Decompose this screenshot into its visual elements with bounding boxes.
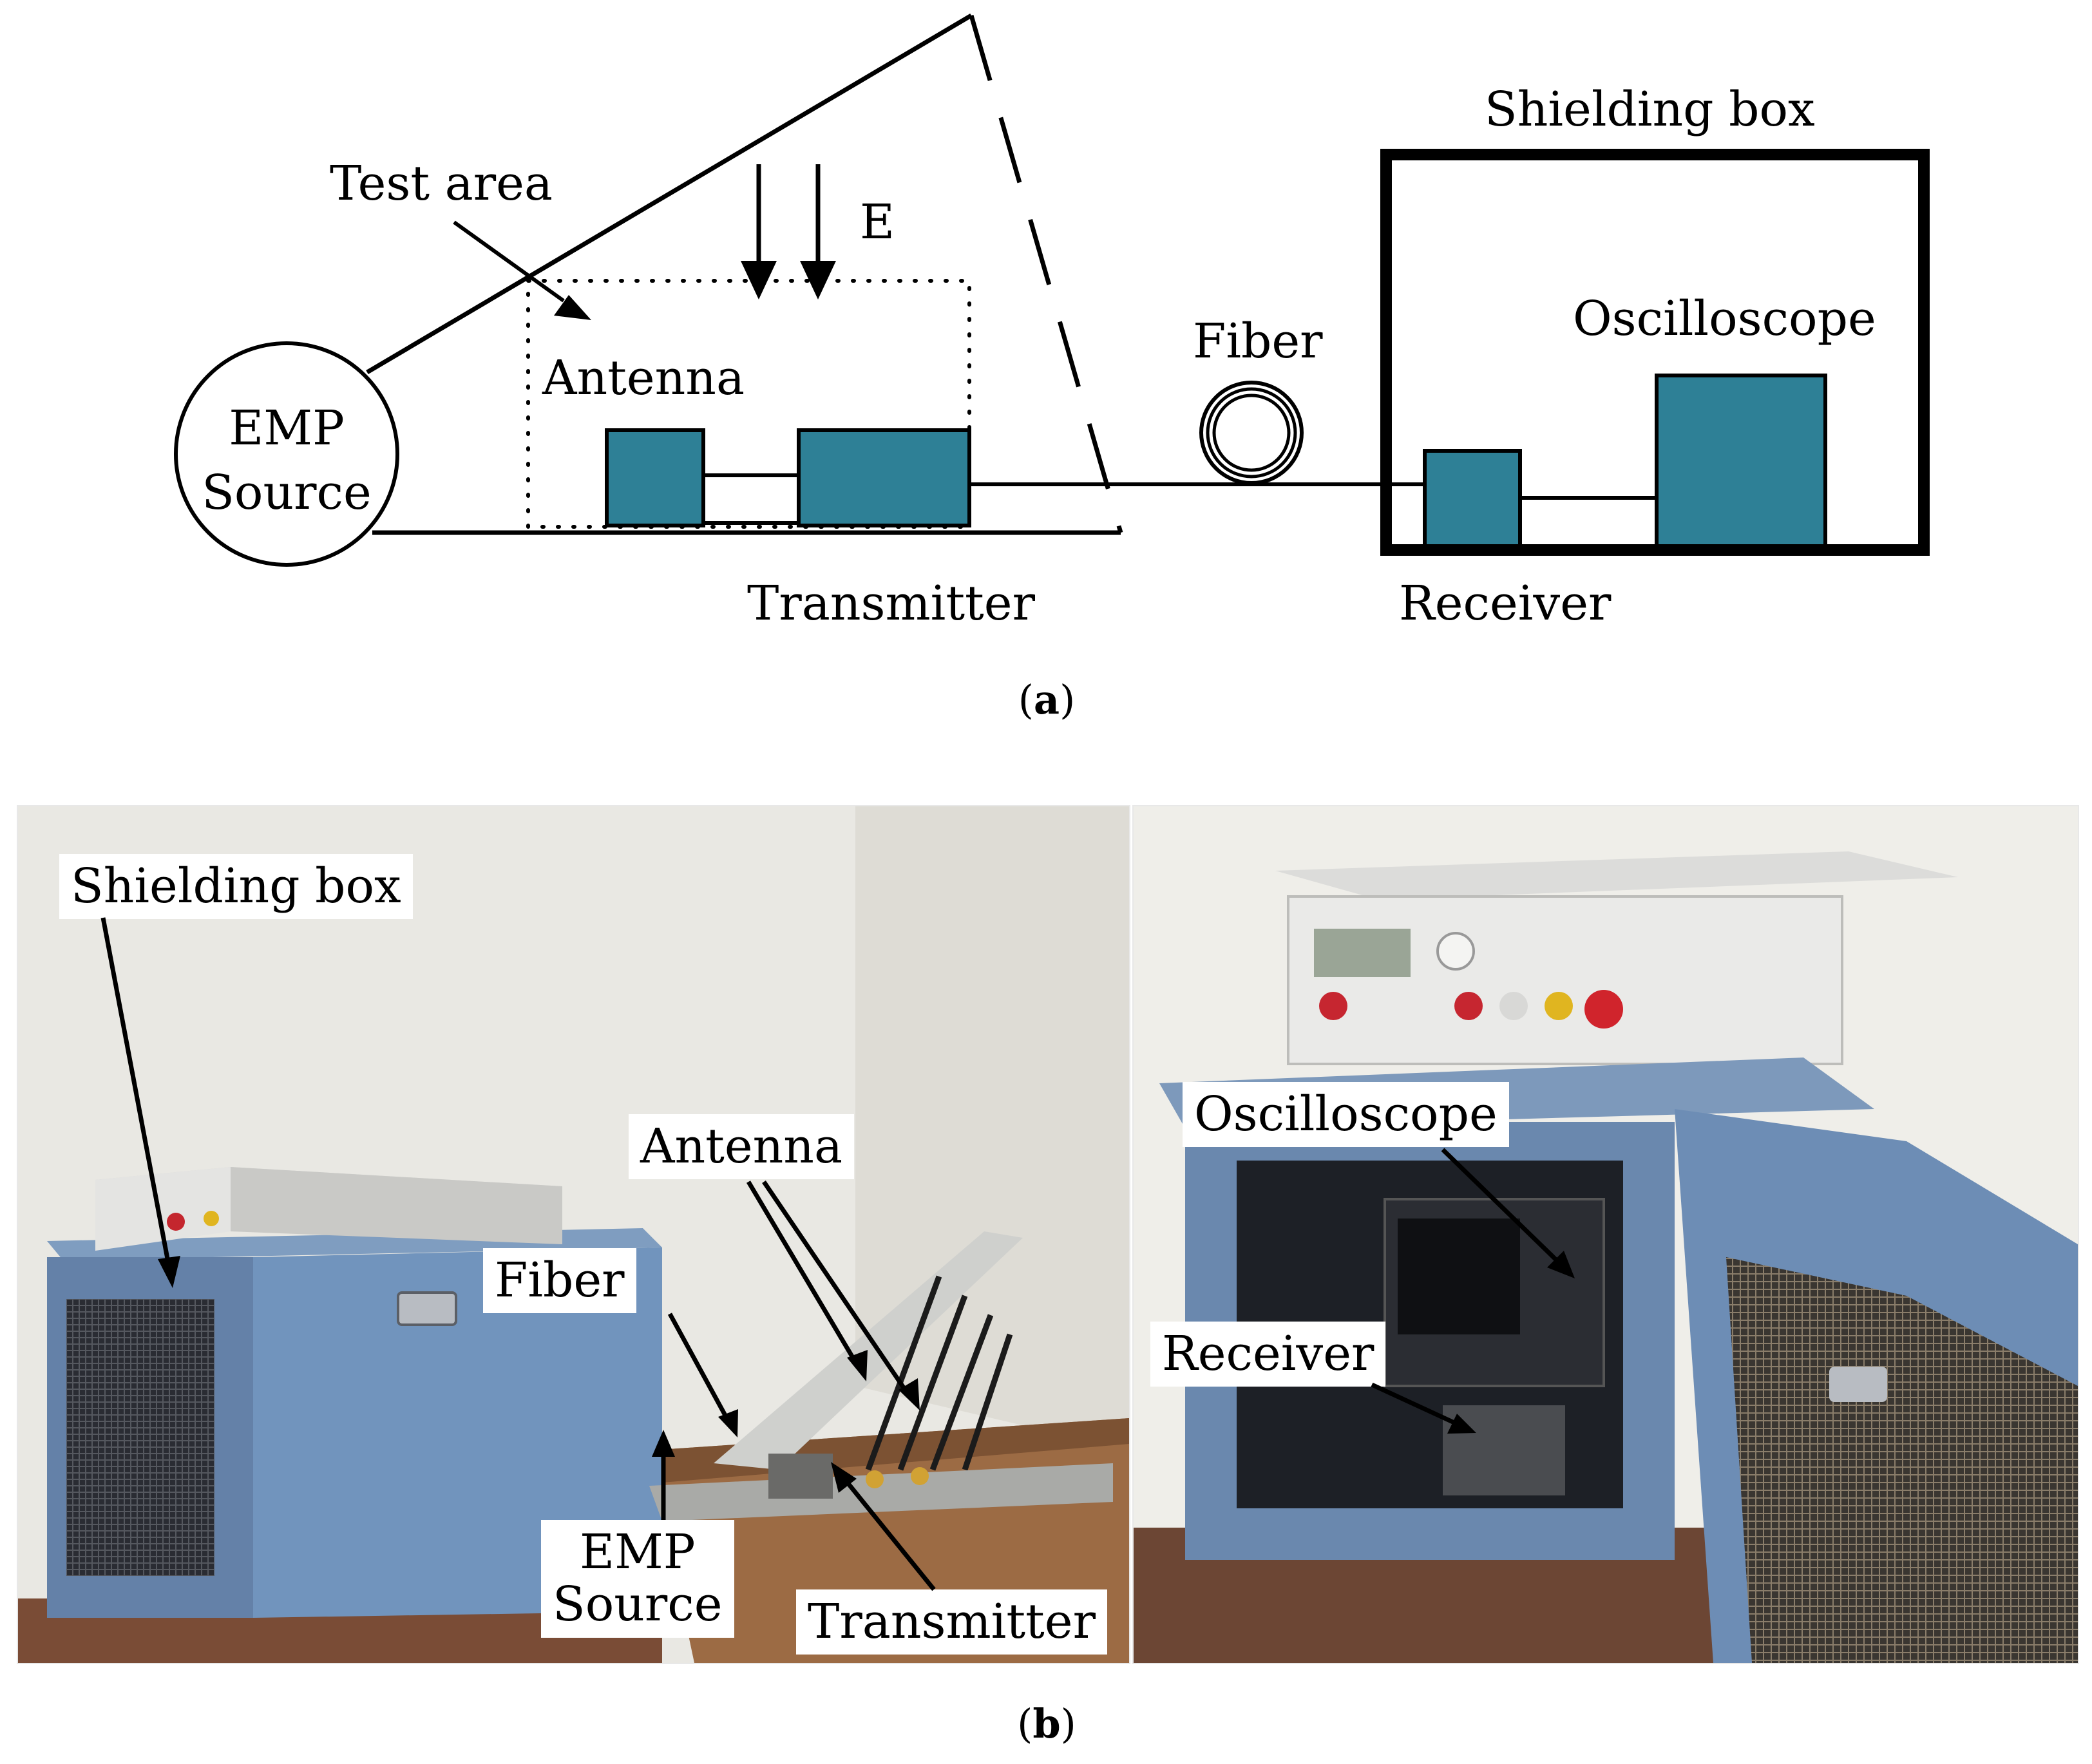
fiber-coil-inner bbox=[1212, 394, 1291, 472]
emp-source-label-line2: Source bbox=[202, 465, 372, 520]
antenna-element-2 bbox=[911, 1467, 929, 1485]
callout-emp-source-line2: Source bbox=[553, 1577, 723, 1633]
fiber-coil-outer bbox=[1199, 381, 1304, 485]
shielding-box-label: Shielding box bbox=[1485, 82, 1815, 137]
emp-source-label-line1: EMP bbox=[229, 401, 345, 456]
antenna-label: Antenna bbox=[542, 350, 745, 406]
photo-shielding-box-interior bbox=[1132, 805, 2079, 1664]
emp-generator-display bbox=[1314, 929, 1411, 977]
emp-generator-front bbox=[1287, 895, 1843, 1065]
callout-oscilloscope: Oscilloscope bbox=[1183, 1082, 1509, 1148]
emp-source-circle bbox=[174, 341, 399, 567]
callout-antenna: Antenna bbox=[629, 1114, 855, 1180]
field-cone-dashed-edge bbox=[969, 15, 1123, 533]
emp-generator-button-3 bbox=[1499, 992, 1528, 1020]
test-area-arrowhead bbox=[554, 295, 591, 320]
emp-generator-emergency-stop bbox=[1584, 990, 1623, 1029]
shielding-box-outline bbox=[1380, 149, 1930, 556]
emp-generator-top bbox=[1275, 851, 1958, 900]
antenna-rod-3 bbox=[929, 1314, 994, 1471]
emp-generator-button-red bbox=[167, 1213, 185, 1231]
door-latch bbox=[1829, 1367, 1887, 1402]
test-area-label: Test area bbox=[330, 156, 553, 211]
cabinet-handle bbox=[397, 1291, 457, 1326]
callout-transmitter: Transmitter bbox=[796, 1589, 1107, 1655]
caption-b: (b) bbox=[1017, 1700, 1076, 1747]
receiver-label: Receiver bbox=[1399, 576, 1612, 631]
cabinet-door-mesh bbox=[1726, 1257, 2078, 1663]
emp-generator-knob bbox=[1436, 932, 1475, 971]
caption-a-letter: a bbox=[1033, 676, 1060, 723]
emp-generator-button-1 bbox=[1319, 992, 1347, 1020]
antenna-rod-2 bbox=[897, 1295, 968, 1471]
callout-emp-source: EMP Source bbox=[541, 1520, 734, 1638]
caption-b-letter: b bbox=[1032, 1700, 1061, 1747]
emp-generator-button-4 bbox=[1545, 992, 1573, 1020]
antenna-block bbox=[605, 428, 705, 527]
e-field-arrow-2-head bbox=[800, 261, 836, 299]
receiver-device bbox=[1443, 1405, 1565, 1495]
emp-generator-side bbox=[231, 1167, 562, 1244]
emp-generator-button-yellow bbox=[204, 1211, 219, 1226]
caption-a: (a) bbox=[1018, 676, 1076, 723]
oscilloscope-screen bbox=[1398, 1219, 1520, 1334]
schematic-diagram: EMP Source Test area E Antenna Transmitt… bbox=[174, 13, 1930, 631]
callout-receiver: Receiver bbox=[1150, 1322, 1386, 1387]
e-field-arrow-1-head bbox=[741, 261, 777, 299]
test-area-arrow-shaft bbox=[453, 220, 565, 303]
oscilloscope-block bbox=[1655, 374, 1827, 548]
transmitter-device bbox=[768, 1454, 833, 1499]
antenna-rod-4 bbox=[962, 1333, 1013, 1471]
callout-shielding-box: Shielding box bbox=[59, 854, 413, 920]
oscilloscope-label: Oscilloscope bbox=[1573, 291, 1876, 346]
antenna-element-1 bbox=[866, 1470, 884, 1488]
receiver-block bbox=[1423, 449, 1522, 548]
e-field-label: E bbox=[860, 194, 895, 250]
field-cone-upper-edge bbox=[366, 13, 973, 375]
fiber-coil-middle bbox=[1206, 387, 1297, 479]
transmitter-label: Transmitter bbox=[747, 576, 1036, 631]
transmitter-block bbox=[797, 428, 971, 527]
fiber-label: Fiber bbox=[1193, 314, 1323, 369]
emp-generator-button-2 bbox=[1454, 992, 1483, 1020]
cabinet-vent-mesh bbox=[66, 1299, 214, 1576]
callout-emp-source-line1: EMP bbox=[579, 1524, 696, 1580]
callout-fiber: Fiber bbox=[483, 1248, 636, 1314]
test-area-boundary bbox=[526, 279, 971, 529]
